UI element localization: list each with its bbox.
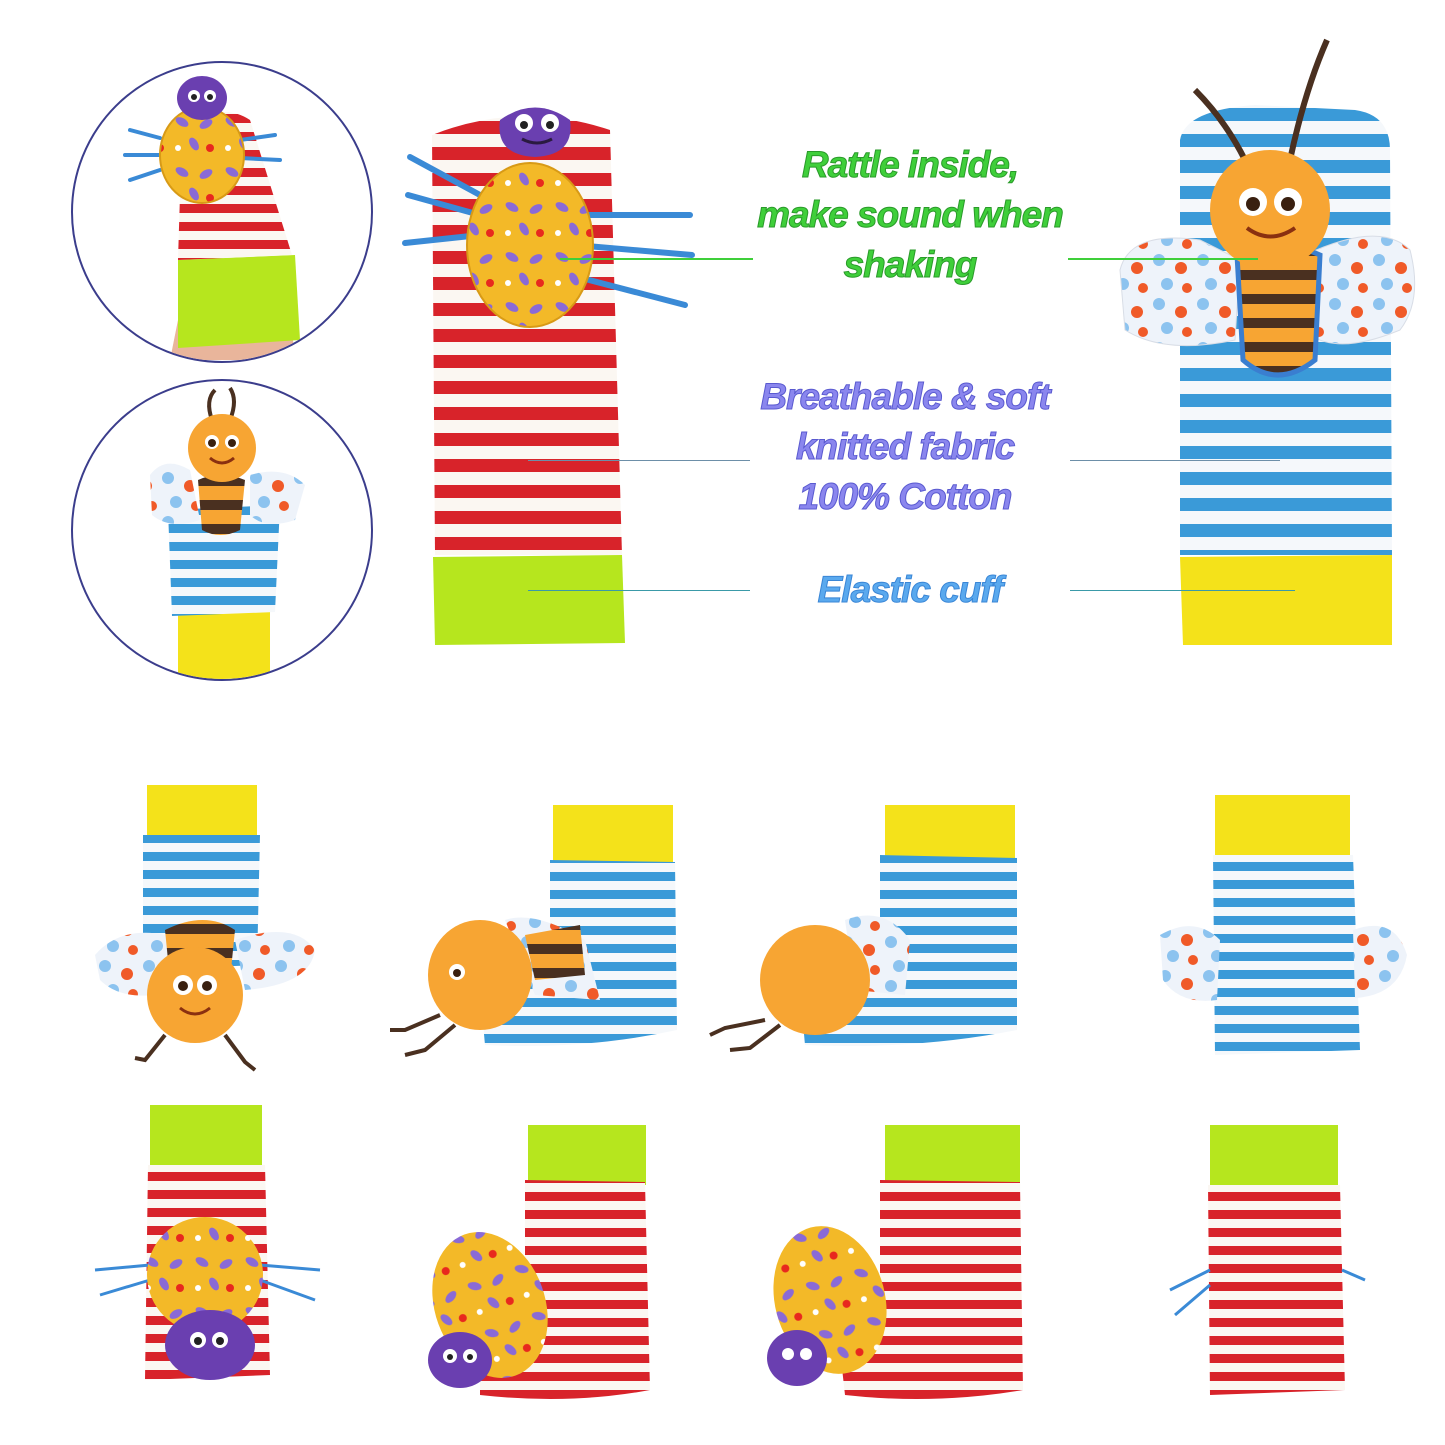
- bee-sock-front: [95, 785, 315, 1072]
- fabric-callout: Breathable & soft knitted fabric 100% Co…: [735, 372, 1075, 522]
- ladybug-sock-front: [94, 1105, 321, 1380]
- fabric-callout-line-3: 100% Cotton: [798, 476, 1013, 518]
- bee-wrist-photo: [71, 379, 373, 681]
- fabric-callout-line-2: knitted fabric: [795, 426, 1015, 468]
- fabric-callout-line-1: Breathable & soft: [760, 376, 1051, 418]
- bee-sock-side-left: [390, 805, 677, 1057]
- ladybug-sock-side-right: [767, 1125, 1023, 1399]
- ladybug-sock-side-left: [428, 1125, 650, 1399]
- bee-sock-back: [1160, 795, 1407, 1055]
- ladybug-sock-back: [1169, 1125, 1366, 1395]
- cuff-callout-line-1: Elastic cuff: [817, 569, 1004, 611]
- rattle-leader-right: [1068, 258, 1258, 260]
- rattle-callout-line-2: make sound when: [757, 194, 1065, 236]
- bee-sock-side-right: [709, 805, 1017, 1052]
- rattle-leader-left: [560, 258, 753, 260]
- bee-rattle-large: [1119, 38, 1416, 645]
- cuff-callout: Elastic cuff: [740, 565, 1080, 615]
- fabric-leader-left: [528, 460, 750, 461]
- cuff-leader-right: [1070, 590, 1295, 591]
- rattle-callout: Rattle inside, make sound when shaking: [740, 140, 1080, 290]
- rattle-callout-line-3: shaking: [843, 244, 978, 286]
- cuff-leader-left: [528, 590, 750, 591]
- fabric-leader-right: [1070, 460, 1280, 461]
- ladybug-rattle-large: [402, 107, 695, 645]
- rattle-callout-line-1: Rattle inside,: [801, 144, 1019, 186]
- ladybug-wrist-photo: [71, 61, 373, 363]
